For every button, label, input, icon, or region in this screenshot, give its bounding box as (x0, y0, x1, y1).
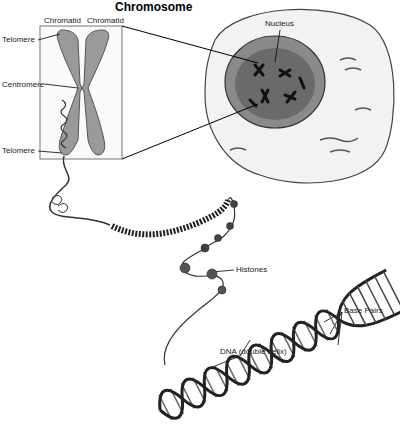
diagram-title: Chromosome (115, 0, 192, 14)
zoom-box (40, 26, 122, 159)
linker-dna (182, 248, 223, 312)
dna-strand (338, 290, 400, 339)
leader-lines (38, 30, 342, 368)
fiber-strand (205, 198, 235, 248)
dna-helix (150, 270, 400, 428)
telomere-label: Telomere (2, 35, 35, 45)
chromatid-label: Chromatid (87, 16, 124, 26)
telomere-label: Telomere (2, 146, 35, 156)
nucleus-inner (235, 48, 315, 120)
chromatid-left (57, 30, 82, 155)
chromatid-label: Chromatid (44, 16, 81, 26)
histone-beads (180, 263, 226, 294)
dna-strand (153, 306, 345, 424)
nucleosome-beads (201, 201, 238, 253)
fiber-loops (52, 195, 68, 212)
chromatin-fiber (50, 156, 110, 225)
base-pair-rungs (339, 271, 400, 333)
dna-label: DNA (double helix) (220, 347, 287, 357)
chromatid-right (82, 30, 109, 155)
base-pairs-label: Base Pairs (344, 306, 383, 316)
zoom-line (122, 26, 258, 63)
nucleus-outline (225, 36, 325, 128)
centromere-label: Centromere (2, 80, 44, 90)
mini-chromosomes (250, 65, 304, 106)
zoom-line (122, 104, 258, 159)
nucleus-label: Nucleus (265, 19, 294, 29)
chromatin-coil (61, 100, 67, 148)
dna-strand (153, 306, 345, 424)
linker-dna (164, 312, 196, 365)
histones-label: Histones (236, 265, 267, 275)
solenoid-fiber (112, 200, 228, 234)
cell-outline (205, 9, 394, 183)
